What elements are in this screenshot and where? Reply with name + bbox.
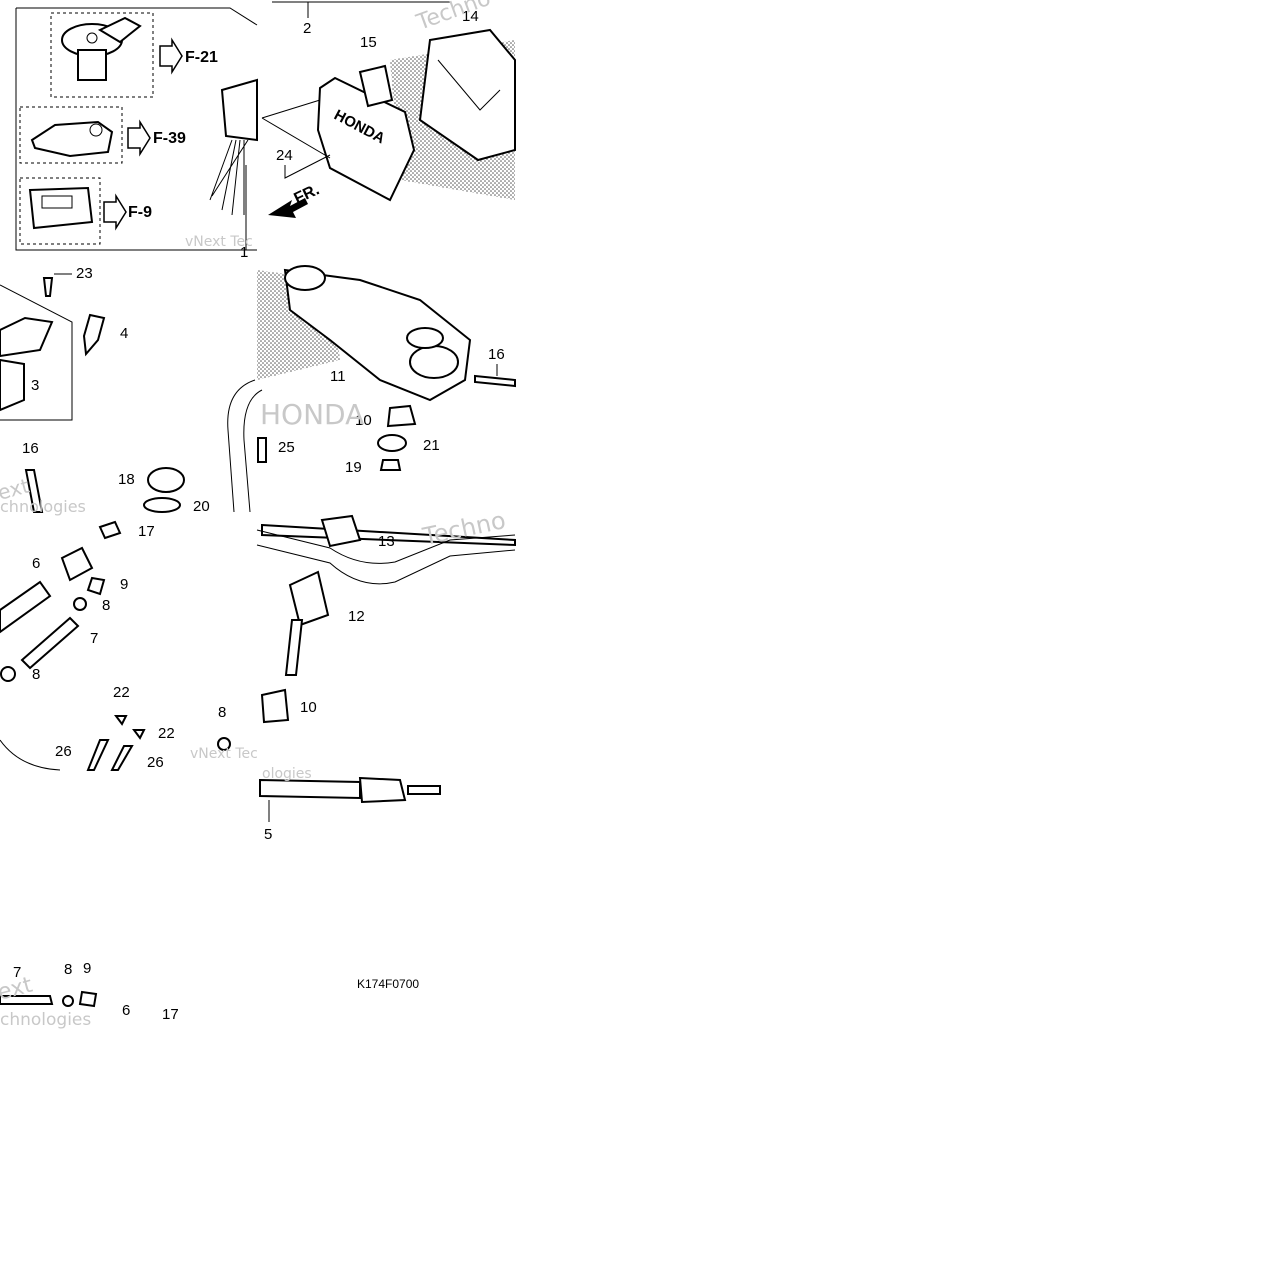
callout-2: 2 bbox=[303, 20, 311, 37]
callout-16: 16 bbox=[488, 346, 505, 363]
callout-15: 15 bbox=[360, 34, 377, 51]
callout-8: 8 bbox=[64, 961, 72, 978]
callout-17: 17 bbox=[162, 1006, 179, 1023]
inset-box-cover bbox=[19, 177, 101, 245]
lock-part bbox=[30, 120, 114, 158]
arrow-icon bbox=[159, 37, 183, 75]
callout-19: 19 bbox=[345, 459, 362, 476]
watermark-text: ologies bbox=[262, 766, 312, 782]
callout-26: 26 bbox=[147, 754, 164, 771]
callout-8: 8 bbox=[102, 597, 110, 614]
callout-21: 21 bbox=[423, 437, 440, 454]
callout-10: 10 bbox=[355, 412, 372, 429]
callout-18: 18 bbox=[118, 471, 135, 488]
callout-4: 4 bbox=[120, 325, 128, 342]
front-arrow-icon bbox=[268, 198, 308, 218]
ref-f9: F-9 bbox=[128, 204, 152, 221]
inset-box-lock bbox=[19, 106, 123, 164]
callout-8: 8 bbox=[218, 704, 226, 721]
bracket-part bbox=[418, 28, 516, 162]
top-bridge-part bbox=[283, 265, 472, 402]
callout-6: 6 bbox=[122, 1002, 130, 1019]
cover-tile: 2 HONDA 15 14 24 FR. Techno bbox=[261, 0, 516, 218]
wire-harness bbox=[209, 78, 258, 250]
callout-5: 5 bbox=[264, 826, 272, 843]
handlebar-cover-part: HONDA bbox=[316, 64, 416, 202]
grip-tile: 17 6 9 8 7 8 22 22 26 26 8 vNext Tec bbox=[0, 520, 258, 771]
switch-tile: 23 4 3 16 18 20 ext chnologies bbox=[0, 265, 210, 516]
watermark-text: chnologies bbox=[0, 497, 86, 516]
callout-16: 16 bbox=[22, 440, 39, 457]
drawing-code: K174F0700 bbox=[357, 977, 419, 991]
callout-20: 20 bbox=[193, 498, 210, 515]
callout-1: 1 bbox=[240, 244, 248, 261]
callout-14: 14 bbox=[462, 8, 479, 25]
watermark-text: vNext Tec bbox=[185, 234, 253, 250]
callout-6: 6 bbox=[32, 555, 40, 572]
callout-26: 26 bbox=[55, 743, 72, 760]
watermark-text: chnologies bbox=[0, 1010, 91, 1030]
callout-7: 7 bbox=[13, 964, 21, 981]
arrow-icon bbox=[103, 193, 127, 231]
watermark-text: vNext Tec bbox=[190, 746, 258, 762]
cap-part bbox=[147, 467, 185, 493]
callout-9: 9 bbox=[83, 960, 91, 977]
handlebar-tile: 13 12 10 5 Techno ologies bbox=[256, 506, 516, 843]
ignition-switch-part bbox=[61, 16, 142, 81]
grip-detail-tile: 7 8 9 6 17 ext chnologies bbox=[0, 960, 179, 1030]
callout-23: 23 bbox=[76, 265, 93, 282]
callout-22: 22 bbox=[158, 725, 175, 742]
callout-12: 12 bbox=[348, 608, 365, 625]
callout-8: 8 bbox=[32, 666, 40, 683]
callout-17: 17 bbox=[138, 523, 155, 540]
inset-box-ignition bbox=[50, 12, 154, 98]
top-bridge-tile: 11 16 10 21 19 25 HONDA bbox=[227, 265, 516, 513]
watermark-text: HONDA bbox=[260, 398, 364, 431]
callout-9: 9 bbox=[120, 576, 128, 593]
cover-part bbox=[28, 186, 94, 230]
ref-f39: F-39 bbox=[153, 130, 186, 147]
callout-25: 25 bbox=[278, 439, 295, 456]
callout-10: 10 bbox=[300, 699, 317, 716]
callout-24: 24 bbox=[276, 147, 293, 164]
callout-11: 11 bbox=[330, 368, 346, 385]
inset-tile: F-21 F-39 F-9 vNext Tec 1 bbox=[15, 7, 258, 261]
ref-f21: F-21 bbox=[185, 49, 218, 66]
callout-22: 22 bbox=[113, 684, 130, 701]
callout-3: 3 bbox=[31, 377, 39, 394]
front-marker: FR. bbox=[292, 181, 323, 207]
callout-13: 13 bbox=[378, 533, 395, 550]
arrow-icon bbox=[127, 119, 151, 157]
callout-7: 7 bbox=[90, 630, 98, 647]
